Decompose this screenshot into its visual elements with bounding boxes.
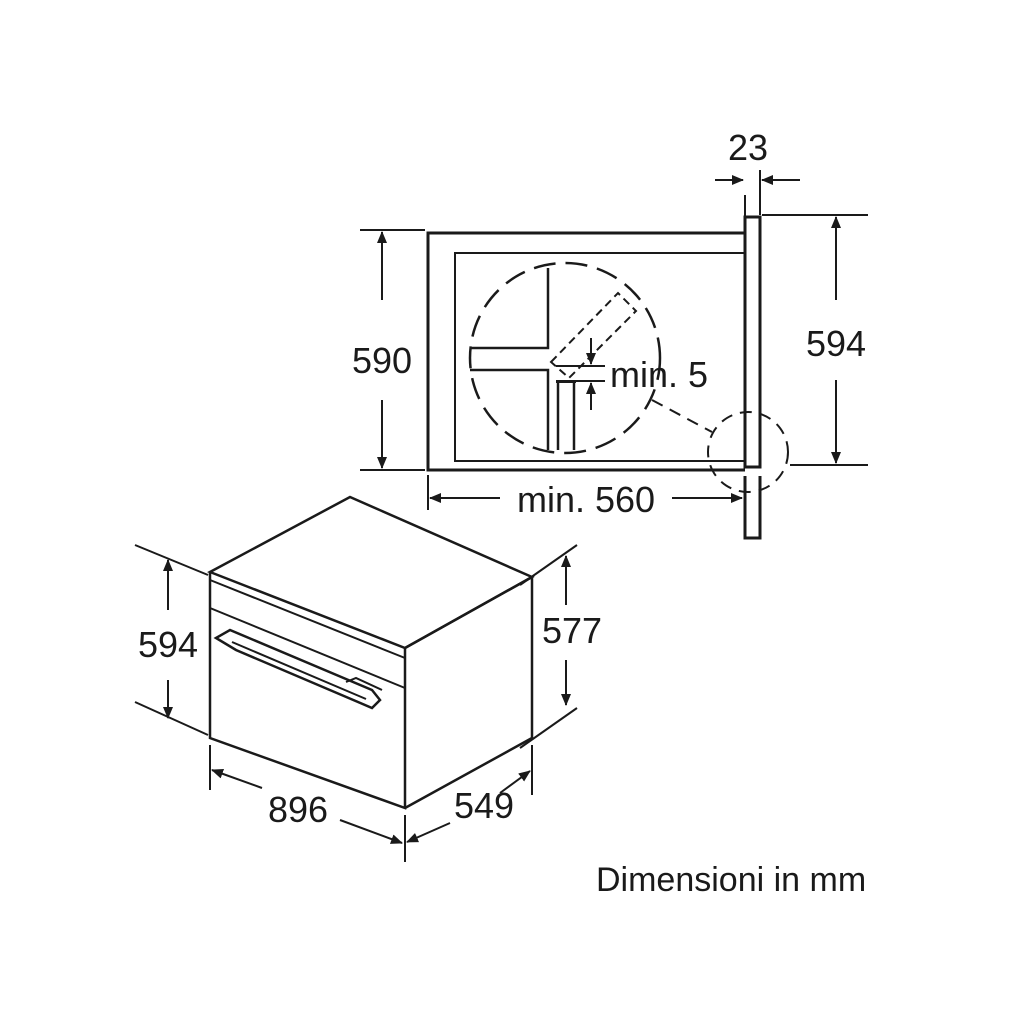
dimension-577: 577 [542, 610, 602, 651]
detail-contents [470, 268, 638, 450]
detail-zoom-circle [468, 261, 662, 455]
lower-wall [743, 476, 762, 540]
dimension-min-560: min. 560 [517, 479, 655, 520]
dimension-896: 896 [268, 789, 328, 830]
oven-side-face [404, 574, 534, 810]
dimension-549: 549 [454, 785, 514, 826]
cabinet-outline [426, 231, 745, 472]
dimension-min-5: min. 5 [610, 354, 708, 395]
oven-front-face [208, 572, 407, 810]
dimension-23: 23 [728, 127, 768, 168]
side-section-view: 23 590 594 min. 560 [352, 127, 868, 540]
front-panel [743, 215, 762, 469]
dimension-590: 590 [352, 340, 412, 381]
units-caption: Dimensioni in mm [596, 861, 866, 899]
oven-top-face [207, 495, 535, 650]
oven-3d-view: 594 577 896 549 [134, 495, 602, 862]
dimension-594-front: 594 [138, 624, 198, 665]
dimension-594-panel: 594 [806, 323, 866, 364]
detail-reference-circle [707, 411, 789, 493]
door-handle [213, 628, 382, 710]
